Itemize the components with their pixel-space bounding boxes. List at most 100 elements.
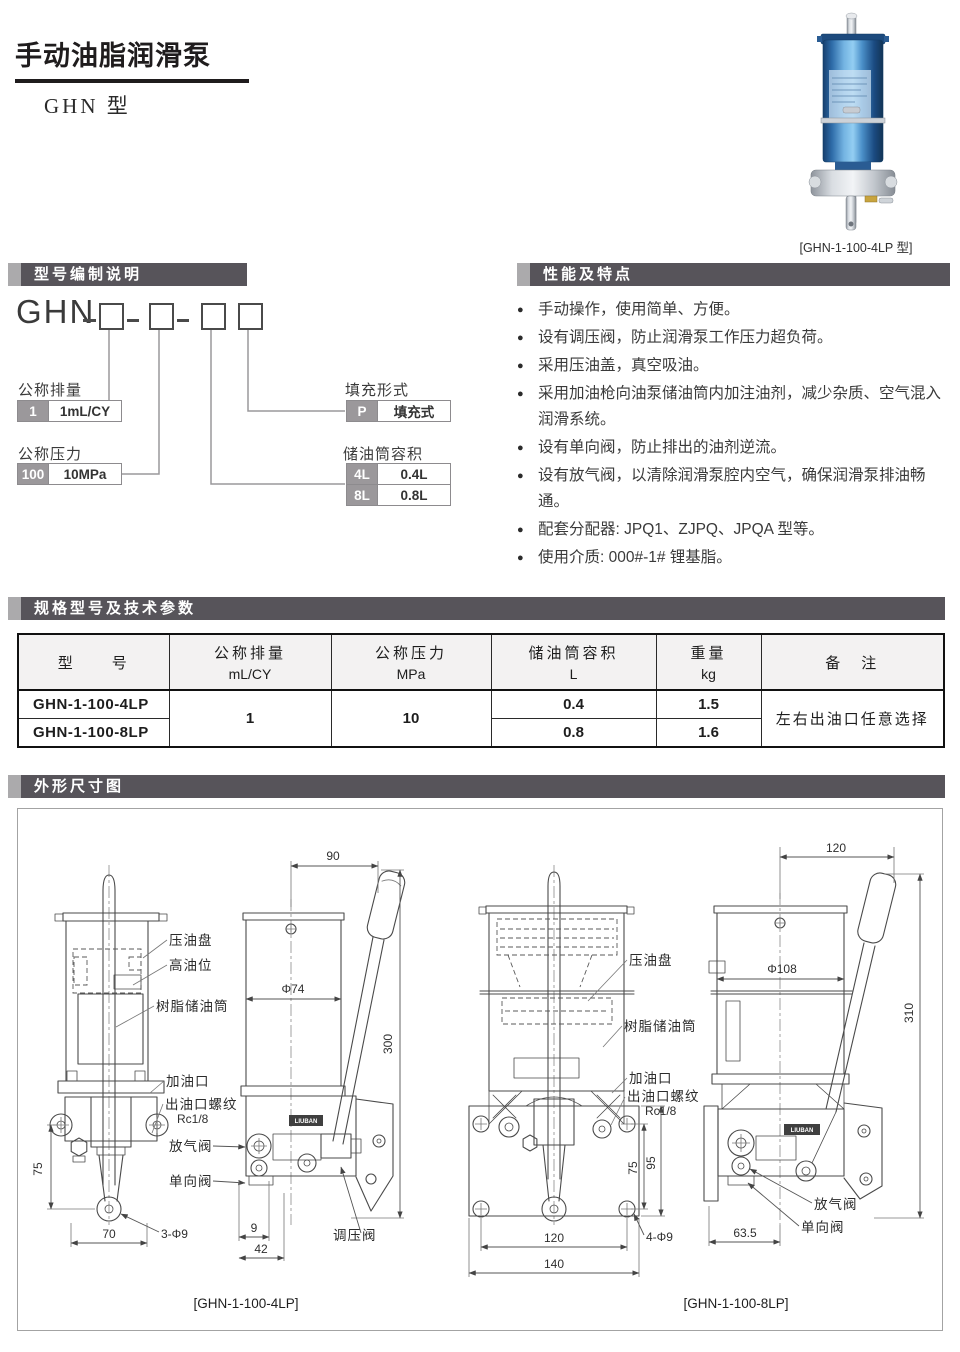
model-box-filling (238, 303, 263, 330)
field-value: 0.8L (377, 484, 451, 506)
bullet-icon: ● (517, 470, 524, 482)
dim-120: 120 (544, 1231, 564, 1245)
model-dash (83, 319, 96, 322)
col-header-model: 型 号 (17, 633, 170, 691)
dim-phi108: Φ108 (767, 962, 797, 976)
bar-accent-square (517, 263, 530, 286)
section-bar-model-code: 型号编制说明 (8, 263, 247, 286)
dim-9: 9 (251, 1221, 258, 1235)
label-check-valve: 单向阀 (801, 1220, 845, 1235)
bullet-icon: ● (517, 304, 524, 316)
label-outlet-thread: 出油口螺纹 (627, 1089, 700, 1104)
label-outlet-thread: 出油口螺纹 (165, 1097, 238, 1112)
section-title: 规格型号及技术参数 (21, 597, 945, 620)
field-reservoir-4l: 4L 0.4L (346, 463, 451, 485)
label-outlet-spec: Rc1/8 (645, 1104, 677, 1118)
label-resin-tank: 树脂储油筒 (156, 998, 229, 1014)
cell-weight: 1.6 (655, 718, 762, 748)
photo-caption: [GHN-1-100-4LP 型] (799, 241, 913, 255)
label-press-plate: 压油盘 (629, 952, 673, 968)
section-title: 外形尺寸图 (21, 775, 945, 798)
field-value: 10MPa (48, 463, 122, 485)
cell-model: GHN-1-100-4LP (17, 689, 170, 719)
feature-item: ●配套分配器: JPQ1、ZJPQ、JPQA 型等。 (517, 517, 950, 543)
page-subtitle: GHN 型 (44, 94, 131, 118)
label-check-valve: 单向阀 (169, 1174, 213, 1189)
front-view-4lp (49, 865, 169, 1225)
model-code-connectors (108, 328, 345, 485)
field-value: 0.4L (377, 463, 451, 485)
feature-item: ●设有放气阀，以清除润滑泵腔内空气，确保润滑泵排油畅通。 (517, 463, 950, 515)
drawing-ghn-4lp: 75 70 3-Φ9 压油盘 高油位 树脂储油筒 加油口 出油口螺纹 Rc1/8 (31, 849, 406, 1261)
cell-note: 左右出油口任意选择 (760, 689, 945, 748)
dim-140: 140 (544, 1257, 564, 1271)
features-list: ● 手动操作，使用简单、方便。 ● 设有调压阀，防止润滑泵工作压力超负荷。 ●采用压… (517, 297, 950, 573)
bullet-icon: ● (517, 442, 524, 454)
dim-63-5: 63.5 (733, 1226, 757, 1240)
section-bar-features: 性能及特点 (517, 263, 950, 286)
dim-95: 95 (644, 1156, 658, 1170)
bar-accent-square (8, 597, 21, 620)
field-reservoir-8l: 8L 0.8L (346, 484, 451, 506)
field-filling: P 填充式 (346, 400, 451, 422)
feature-item: ● 手动操作，使用简单、方便。 (517, 297, 950, 323)
label-air-valve: 放气阀 (169, 1139, 213, 1154)
model-box-displacement (99, 303, 124, 330)
bullet-icon: ● (517, 360, 524, 372)
dim-phi74: Φ74 (282, 982, 305, 996)
dim-3phi9: 3-Φ9 (161, 1227, 188, 1241)
field-pressure: 100 10MPa (17, 463, 122, 485)
feature-text: 采用加油枪向油泵储油筒内加注油剂，减少杂质、空气混入润滑系统。 (538, 385, 942, 428)
dim-300: 300 (381, 1034, 395, 1054)
feature-item: ●采用压油盖，真空吸油。 (517, 353, 950, 379)
dims-front-8lp: 75 95 120 140 4-Φ9 (468, 1105, 673, 1277)
label-high-oil: 高油位 (169, 957, 213, 973)
pump-base (808, 169, 898, 231)
label-fill-port: 加油口 (166, 1074, 210, 1089)
feature-text: 设有调压阀，防止润滑泵工作压力超负荷。 (538, 329, 833, 346)
brand-plate: LIUBAN (295, 1119, 318, 1125)
cell-pressure: 10 (330, 689, 492, 748)
model-box-reservoir (201, 303, 226, 330)
model-code-diagram: GHN 公称排量 1 1mL/CY 公称压力 100 10MPa 填充形式 P … (15, 293, 470, 528)
drawing-caption-8lp: [GHN-1-100-8LP] (683, 1296, 789, 1311)
feature-item: ●设有单向阀，防止排出的油剂逆流。 (517, 435, 950, 461)
model-prefix: GHN (16, 293, 96, 330)
section-bar-specs: 规格型号及技术参数 (8, 597, 945, 620)
cell-capacity: 0.4 (490, 689, 657, 719)
field-code: 1 (17, 400, 48, 422)
feature-text: 使用介质: 000#-1# 锂基脂。 (538, 549, 732, 566)
side-view-8lp: LIUBAN (703, 872, 897, 1225)
bullet-icon: ● (517, 552, 524, 564)
table-row: GHN-1-100-4LP 1 10 0.4 1.5 左右出油口任意选择 (17, 689, 945, 748)
label-air-valve: 放气阀 (814, 1197, 858, 1212)
callouts-8lp: 压油盘 树脂储油筒 加油口 出油口螺纹 Rc1/8 (587, 952, 700, 1126)
dims-front-4lp: 75 70 3-Φ9 (31, 1124, 188, 1247)
label-fill-port: 加油口 (629, 1071, 673, 1086)
label-press-plate: 压油盘 (169, 932, 213, 948)
bullet-icon: ● (517, 524, 524, 536)
page-title: 手动油脂润滑泵 (15, 34, 249, 83)
dim-4phi9: 4-Φ9 (646, 1230, 673, 1244)
feature-text: 手动操作，使用简单、方便。 (538, 301, 740, 318)
drawing-caption-4lp: [GHN-1-100-4LP] (193, 1296, 299, 1311)
field-code: P (346, 400, 377, 422)
field-displacement: 1 1mL/CY (17, 400, 122, 422)
drawing-ghn-8lp: 75 95 120 140 4-Φ9 压油盘 树脂储油筒 加油口 (468, 841, 924, 1277)
callouts-4lp: 压油盘 高油位 树脂储油筒 加油口 出油口螺纹 Rc1/8 放气阀 单向阀 (115, 932, 246, 1189)
side-view-4lp: LIUBAN (240, 870, 406, 1225)
dim-70: 70 (102, 1227, 116, 1241)
label-resin-tank: 树脂储油筒 (624, 1018, 697, 1034)
bullet-icon: ● (517, 332, 524, 344)
bullet-icon: ● (517, 388, 524, 400)
field-code: 4L (346, 463, 377, 485)
dim-75: 75 (31, 1162, 45, 1176)
dim-120-top: 120 (826, 841, 846, 855)
cell-model: GHN-1-100-8LP (17, 718, 170, 748)
